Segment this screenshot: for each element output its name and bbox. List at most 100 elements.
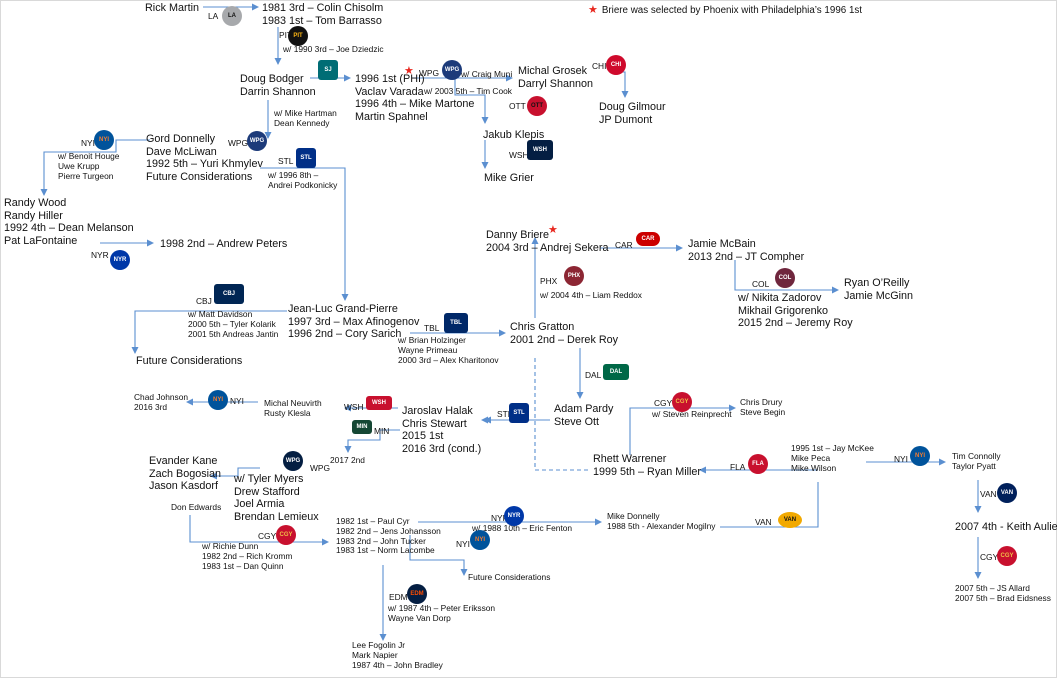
label-la: LA	[208, 11, 219, 21]
node-line: Dave McLiwan	[146, 145, 217, 158]
label-ott: OTT	[509, 101, 526, 111]
legend-text: Briere was selected by Phoenix with Phil…	[601, 5, 863, 16]
node-chisolm: 1981 3rd – Colin Chisolm 1983 1st – Tom …	[262, 2, 383, 27]
node-line: Future Considerations	[136, 355, 243, 367]
node-davidson: w/ Matt Davidson 2000 5th – Tyler Kolari…	[188, 309, 279, 339]
node-myers: w/ Tyler Myers Drew Stafford Joel Armia …	[234, 473, 319, 523]
node-line: 1983 1st – Tom Barrasso	[262, 14, 382, 27]
label-nyi: NYI	[81, 138, 95, 148]
node-briere: Danny Briere 2004 3rd – Andrej Sekera	[486, 229, 608, 254]
node-line: 1998 2nd – Andrew Peters	[160, 238, 288, 250]
label-chi: CHI	[592, 61, 607, 71]
jets-logo-icon: WPG	[283, 451, 303, 471]
node-line: Michal Grosek	[518, 65, 587, 77]
node-line: Brendan Lemieux	[234, 510, 319, 523]
label-min: MIN	[374, 426, 390, 436]
node-line: 2007 5th – JS Allard	[955, 583, 1030, 593]
node-peters: 1998 2nd – Andrew Peters	[160, 238, 287, 251]
node-line: Pierre Turgeon	[58, 170, 114, 181]
node-line: 2015 2nd – Jeremy Roy	[738, 317, 853, 330]
node-line: 1992 4th – Dean Melanson	[4, 222, 134, 235]
node-line: Martin Spahnel	[355, 110, 428, 123]
node-line: 2017 2nd	[330, 455, 365, 465]
node-line: Jamie McBain	[688, 238, 756, 250]
node-wood: Randy Wood Randy Hiller 1992 4th – Dean …	[4, 197, 134, 247]
node-line: Mike Donnelly	[607, 511, 660, 521]
label-cbj: CBJ	[196, 296, 212, 306]
star-icon: ★	[588, 4, 598, 16]
node-line: Jason Kasdorf	[149, 480, 219, 493]
node-line: w/ Richie Dunn	[202, 541, 259, 551]
node-mike-donnelly: Mike Donnelly 1988 5th - Alexander Mogil…	[607, 511, 715, 532]
wild-logo-icon: MIN	[352, 420, 372, 434]
node-line: 2007 5th – Brad Eidsness	[955, 592, 1051, 603]
label-cgy: CGY	[980, 552, 999, 562]
node-2017-2nd: 2017 2nd	[330, 455, 365, 466]
legend: ★Briere was selected by Phoenix with Phi…	[588, 4, 863, 17]
canucks-logo-icon: VAN	[997, 483, 1017, 503]
node-bodger: Doug Bodger Darrin Shannon	[240, 73, 316, 98]
node-line: w/ Mike Hartman	[274, 108, 337, 118]
node-aulie: 2007 4th - Keith Aulie	[955, 521, 1057, 534]
node-line: w/ Brian Holzinger	[398, 335, 466, 345]
label-tbl: TBL	[424, 323, 440, 333]
oilers-logo-icon: EDM	[407, 584, 427, 604]
senators-logo-icon: OTT	[527, 96, 547, 116]
node-line: w/ 1987 4th – Peter Eriksson	[388, 603, 496, 613]
node-line: 2001 5th Andreas Jantin	[188, 328, 279, 339]
node-line: 2000 3rd – Alex Kharitonov	[398, 354, 499, 365]
label-fla: FLA	[730, 462, 746, 472]
hurricanes-logo-icon: CAR	[636, 232, 660, 246]
node-line: Mike Grier	[484, 172, 534, 184]
node-podkonicky: w/ 1996 8th – Andrei Podkonicky	[268, 170, 338, 191]
node-line: Future Considerations	[146, 170, 253, 183]
label-stl: STL	[278, 156, 294, 166]
node-gratton: Chris Gratton 2001 2nd – Derek Roy	[510, 321, 618, 346]
node-line: Randy Wood	[4, 197, 67, 209]
node-klepis: Jakub Klepis	[483, 129, 544, 142]
node-holzinger: w/ Brian Holzinger Wayne Primeau 2000 3r…	[398, 335, 499, 365]
capitals-logo-icon: WSH	[527, 140, 553, 160]
node-line: Zach Bogosian	[149, 467, 222, 480]
rangers-logo-icon: NYR	[110, 250, 130, 270]
label-col: COL	[752, 279, 770, 289]
node-eriksson: w/ 1987 4th – Peter Eriksson Wayne Van D…	[388, 603, 496, 624]
node-line: w/ 1988 10th – Eric Fenton	[472, 523, 573, 533]
node-mckee: 1995 1st – Jay McKee Mike Peca Mike Wils…	[791, 443, 874, 473]
node-don-edwards: Don Edwards	[171, 502, 221, 513]
node-dunn: w/ Richie Dunn 1982 2nd – Rich Kromm 198…	[202, 541, 292, 571]
node-line: w/ Steven Reinprecht	[652, 409, 732, 419]
node-line: Doug Bodger	[240, 73, 304, 85]
node-fenton: w/ 1988 10th – Eric Fenton	[472, 523, 573, 534]
node-line: w/ Tyler Myers	[234, 473, 304, 485]
node-line: Future Considerations	[468, 572, 551, 582]
node-line: Danny Briere	[486, 229, 550, 241]
label-nyr: NYR	[491, 513, 509, 523]
label-nyi: NYI	[456, 539, 470, 549]
blues-logo-icon: STL	[296, 148, 316, 168]
node-line: 1995 1st – Jay McKee	[791, 443, 874, 453]
node-line: Ryan O’Reilly	[844, 277, 910, 289]
rangers-logo-icon: NYR	[504, 506, 524, 526]
node-line: 1982 2nd – Jens Johansson	[336, 525, 441, 536]
node-line: Uwe Krupp	[58, 160, 100, 171]
star-icon: ★	[548, 224, 558, 236]
node-line: Mike Wilson	[791, 462, 837, 473]
flames-logo-icon: CGY	[672, 392, 692, 412]
node-johnson: Chad Johnson 2016 3rd	[134, 392, 188, 413]
label-wsh: WSH	[509, 150, 529, 160]
node-line: 2016 3rd	[134, 401, 168, 412]
node-reddox: w/ 2004 4th – Liam Reddox	[540, 290, 642, 301]
node-line: w/ 2004 4th – Liam Reddox	[540, 290, 642, 300]
node-line: Jean-Luc Grand-Pierre	[288, 303, 398, 315]
node-line: Vaclav Varada	[355, 85, 424, 98]
label-nyr: NYR	[91, 250, 109, 260]
node-line: Dean Kennedy	[274, 117, 330, 128]
label-wpg: WPG	[310, 463, 331, 473]
node-reinprecht: w/ Steven Reinprecht	[652, 409, 732, 420]
flames-logo-icon: CGY	[997, 546, 1017, 566]
jets-logo-icon: WPG	[247, 131, 267, 151]
edge-chi	[610, 71, 629, 98]
node-line: Andrei Podkonicky	[268, 179, 338, 190]
node-line: Tim Connolly	[952, 451, 1001, 461]
